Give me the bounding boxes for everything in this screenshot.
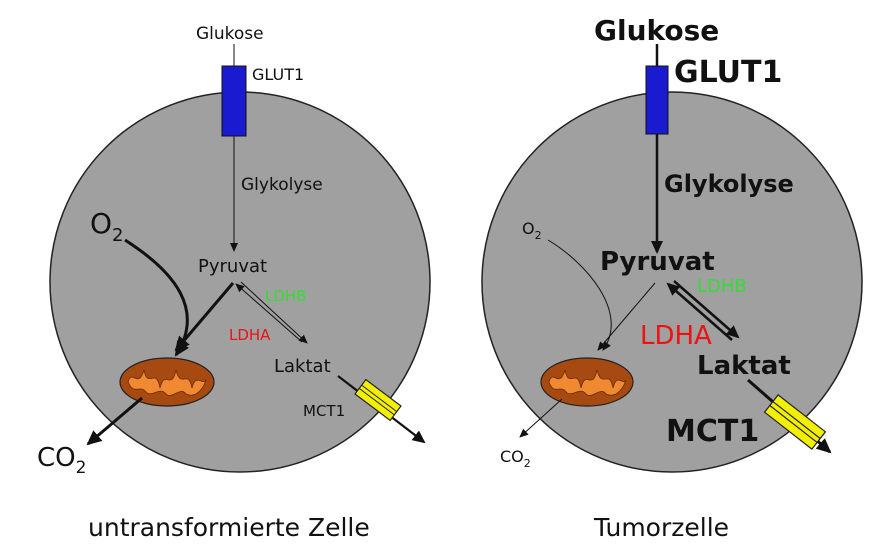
right-glut1-label: GLUT1: [674, 55, 782, 90]
left-ldha-arrow: [240, 281, 308, 344]
left-ldhb-label: LDHB: [265, 287, 306, 305]
left-ldha-label: LDHA: [229, 326, 271, 344]
right-co2-label: CO2: [500, 447, 531, 470]
right-ldha-label: LDHA: [640, 321, 712, 351]
left-caption: untransformierte Zelle: [88, 513, 370, 542]
left-mct1-label: MCT1: [303, 402, 345, 420]
right-glucose-label: Glukose: [594, 14, 719, 47]
right-pyruvate-label: Pyruvat: [600, 247, 715, 277]
left-pyruvate-label: Pyruvat: [198, 256, 267, 277]
right-lactate-label: Laktat: [697, 351, 791, 381]
left-o2-label: O2: [90, 207, 124, 246]
right-pyruvate-to-mitochondrion-arrow: [597, 282, 656, 351]
left-mitochondrion: [119, 357, 215, 407]
left-pyruvate-to-mitochondrion-arrow: [174, 282, 235, 352]
right-mct1-label: MCT1: [666, 414, 759, 449]
left-mct1-transporter: [354, 378, 402, 422]
right-ldha-arrow: [673, 280, 740, 339]
left-cell: Glukose GLUT1 Glykolyse Pyruvat O2 LDHB …: [37, 24, 431, 542]
right-o2-label: O2: [522, 219, 542, 242]
left-glycolysis-label: Glykolyse: [241, 175, 323, 195]
left-lactate-label: Laktat: [274, 356, 331, 377]
right-mct1-transporter: [763, 394, 827, 450]
right-cell: Glukose GLUT1 Glykolyse Pyruvat O2 LDHB …: [481, 14, 863, 542]
right-ldhb-arrow: [666, 282, 733, 341]
left-glucose-label: Glukose: [196, 24, 264, 44]
right-glycolysis-label: Glykolyse: [664, 170, 794, 198]
right-caption: Tumorzelle: [593, 513, 729, 542]
left-cell-body: [49, 91, 431, 473]
left-co2-label: CO2: [37, 443, 86, 478]
right-mitochondrion: [540, 357, 634, 407]
left-glut1-label: GLUT1: [252, 65, 304, 84]
left-glut1-transporter: [221, 65, 247, 137]
right-ldhb-label: LDHB: [697, 276, 747, 297]
left-co2-arrow: [86, 396, 143, 446]
right-glut1-transporter: [645, 65, 669, 135]
right-co2-arrow: [519, 398, 563, 438]
left-ldhb-arrow: [235, 283, 303, 343]
